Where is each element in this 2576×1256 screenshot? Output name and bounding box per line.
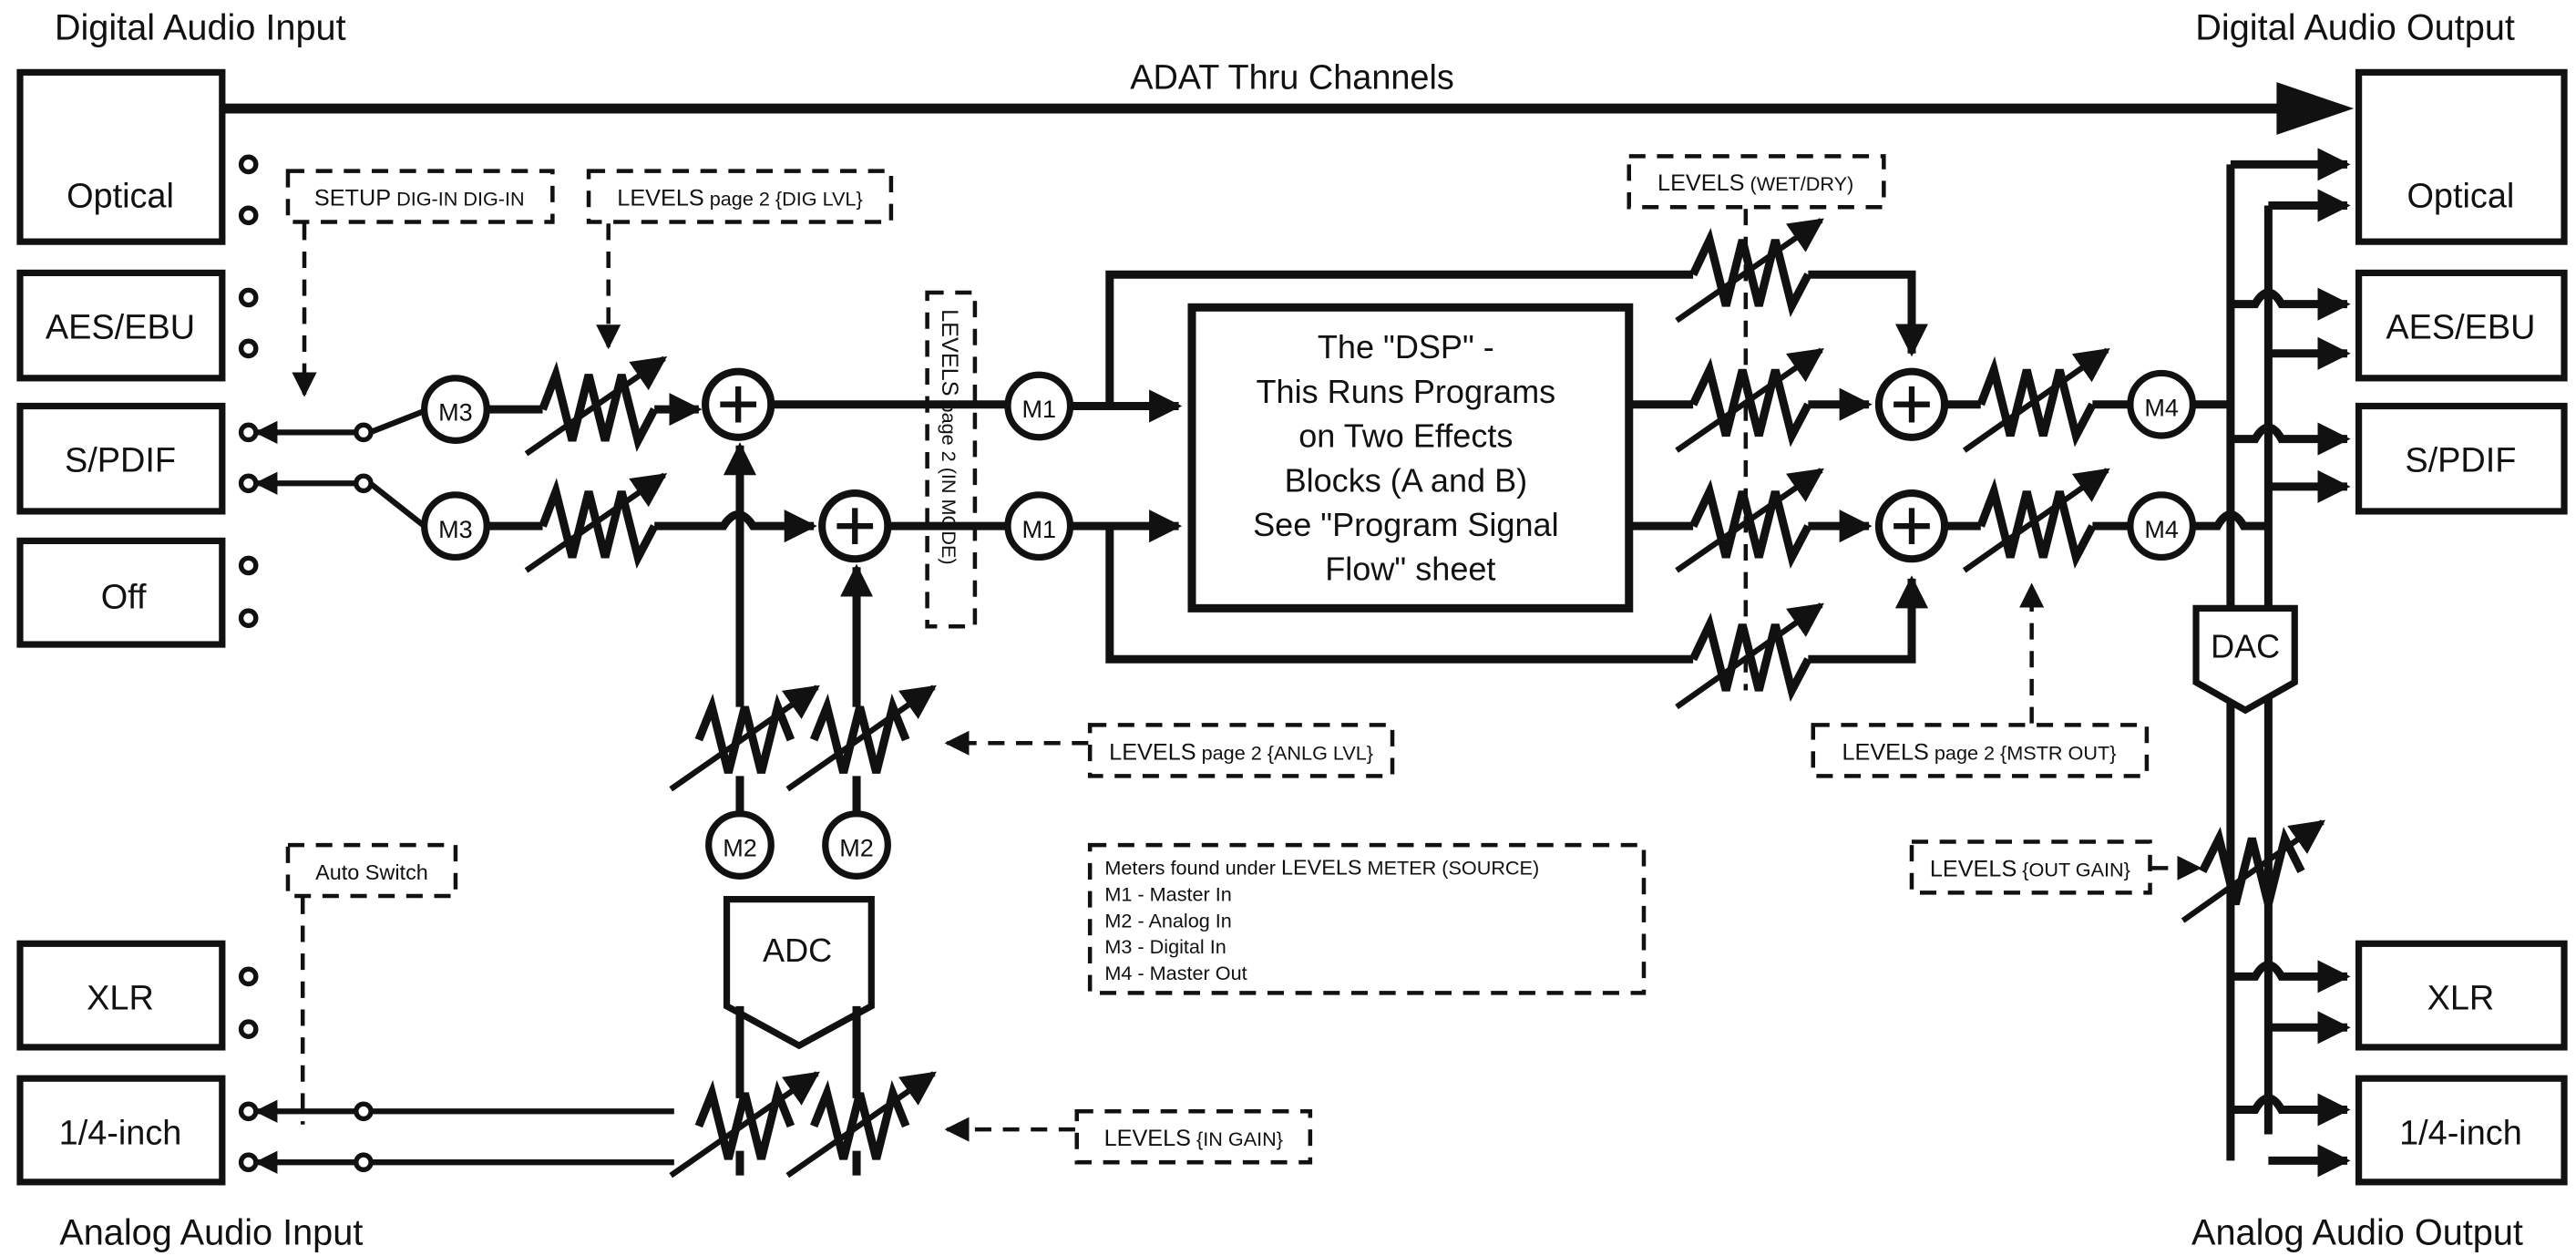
input-xlr-label: XLR [87, 979, 154, 1017]
input-xlr: XLR [16, 940, 259, 1051]
digital-audio-output-title: Digital Audio Output [2195, 7, 2515, 47]
input-spdif: S/PDIF [16, 402, 259, 515]
wet-dry-pot-1 [1675, 218, 1929, 357]
output-bus-to-spdif [2230, 422, 2351, 503]
svg-text:Auto Switch: Auto Switch [315, 860, 428, 884]
digital-input-switch [254, 407, 426, 529]
svg-text:M3: M3 [438, 516, 473, 543]
adc-converter: ADC [723, 895, 875, 1050]
dig-level-pot-bottom [487, 472, 668, 573]
dig-level-pot-top [487, 355, 703, 457]
output-bus-to-aes [2230, 287, 2351, 370]
input-aes-ebu-label: AES/EBU [46, 309, 195, 347]
svg-text:M3: M3 [438, 399, 473, 427]
summer-top-left [702, 367, 775, 441]
output-optical: Optical [2355, 68, 2568, 245]
svg-text:M3 - Digital In: M3 - Digital In [1104, 935, 1226, 958]
svg-text:LEVELS page 2 {MSTR OUT}: LEVELS page 2 {MSTR OUT} [1842, 739, 2116, 765]
svg-text:DAC: DAC [2211, 627, 2280, 664]
out-gain-pot [2181, 819, 2326, 923]
output-spdif-label: S/PDIF [2405, 442, 2516, 480]
summer-bottom-right [1874, 489, 1949, 563]
output-bus-to-optical [2230, 148, 2351, 222]
master-out-pot-bottom [1945, 468, 2130, 573]
input-off: Off [16, 537, 259, 648]
callout-auto-switch: Auto Switch [285, 842, 458, 1125]
callout-out-gain: LEVELS {OUT GAIN} [1909, 839, 2202, 895]
svg-text:M4: M4 [2144, 516, 2179, 543]
analog-input-switch [254, 1099, 674, 1174]
svg-text:LEVELS {OUT GAIN}: LEVELS {OUT GAIN} [1930, 856, 2130, 881]
analog-level-pots [669, 685, 937, 792]
output-quarter-inch: 1/4-inch [2355, 1075, 2568, 1186]
svg-text:M2: M2 [839, 835, 874, 862]
svg-text:LEVELS {IN GAIN}: LEVELS {IN GAIN} [1104, 1126, 1283, 1151]
svg-text:SETUP DIG-IN DIG-IN: SETUP DIG-IN DIG-IN [314, 185, 525, 211]
svg-text:LEVELS page 2 (IN MODE): LEVELS page 2 (IN MODE) [937, 309, 962, 565]
input-aes-ebu: AES/EBU [16, 269, 259, 382]
svg-text:M2: M2 [723, 835, 757, 862]
callout-wet-dry: LEVELS (WET/DRY) [1627, 154, 1886, 210]
input-gain-pots [669, 1071, 937, 1179]
svg-text:M1: M1 [1021, 516, 1056, 543]
meter-note: Meters found under LEVELS METER (SOURCE)… [1087, 842, 1647, 995]
callout-in-gain: LEVELS {IN GAIN} [944, 1109, 1313, 1165]
wet-dry-pot-3 [1628, 468, 1873, 573]
callout-dig-lvl: LEVELS page 2 {DIG LVL} [586, 169, 894, 350]
callout-anlg-lvl: LEVELS page 2 {ANLG LVL} [944, 723, 1395, 778]
output-aes-ebu-label: AES/EBU [2386, 309, 2535, 347]
svg-text:M1: M1 [1021, 396, 1056, 423]
output-spdif: S/PDIF [2355, 402, 2568, 515]
output-aes-ebu: AES/EBU [2355, 269, 2568, 382]
analog-audio-input-title: Analog Audio Input [59, 1212, 363, 1252]
callout-setup: SETUP DIG-IN DIG-IN [285, 169, 555, 397]
input-optical-label: Optical [67, 177, 174, 215]
digital-audio-input-title: Digital Audio Input [55, 7, 346, 47]
svg-text:The "DSP" - This Runs Pr: The "DSP" - This Runs Programs on Two Ef… [1253, 328, 1568, 587]
input-quarter-inch-label: 1/4-inch [59, 1114, 182, 1152]
output-quarter-inch-label: 1/4-inch [2399, 1114, 2522, 1152]
master-out-pot-top [1945, 347, 2130, 453]
input-quarter-inch: 1/4-inch [16, 1075, 259, 1186]
svg-text:M4: M4 [2144, 394, 2179, 421]
adat-thru-label: ADAT Thru Channels [1130, 58, 1454, 97]
dsp-block: The "DSP" - This Runs Programs on Two Ef… [1187, 303, 1634, 613]
svg-text:Meters found under LEVELS METE: Meters found under LEVELS METER (SOURCE) [1104, 856, 1539, 880]
output-xlr: XLR [2355, 940, 2568, 1051]
svg-text:M1 - Master In: M1 - Master In [1104, 882, 1231, 905]
callout-mstr-out: LEVELS page 2 {MSTR OUT} [1811, 582, 2150, 778]
analog-audio-output-title: Analog Audio Output [2191, 1212, 2523, 1252]
svg-text:M2 - Analog In: M2 - Analog In [1104, 909, 1231, 932]
svg-text:ADC: ADC [763, 932, 832, 969]
svg-text:LEVELS page 2 {ANLG LVL}: LEVELS page 2 {ANLG LVL} [1109, 739, 1373, 765]
wet-dry-pot-4 [1675, 575, 1929, 710]
input-optical: Optical [16, 68, 259, 245]
svg-text:M4 - Master Out: M4 - Master Out [1104, 962, 1247, 984]
dac-converter: DAC [2192, 604, 2298, 715]
summer-bottom-left [818, 489, 892, 563]
adat-thru-arrowhead [2276, 82, 2355, 135]
callout-in-mode: LEVELS page 2 (IN MODE) [925, 290, 978, 629]
output-bus-to-quarter [2230, 1093, 2351, 1178]
input-spdif-label: S/PDIF [65, 442, 176, 480]
output-bus-to-xlr [2230, 960, 2351, 1045]
wet-dry-pot-2 [1628, 347, 1873, 453]
svg-text:LEVELS (WET/DRY): LEVELS (WET/DRY) [1657, 170, 1853, 196]
svg-text:LEVELS page 2 {DIG LVL}: LEVELS page 2 {DIG LVL} [617, 185, 862, 211]
output-xlr-label: XLR [2427, 979, 2495, 1017]
input-off-label: Off [101, 578, 147, 616]
summer-top-right [1874, 367, 1949, 441]
output-optical-label: Optical [2407, 177, 2514, 215]
